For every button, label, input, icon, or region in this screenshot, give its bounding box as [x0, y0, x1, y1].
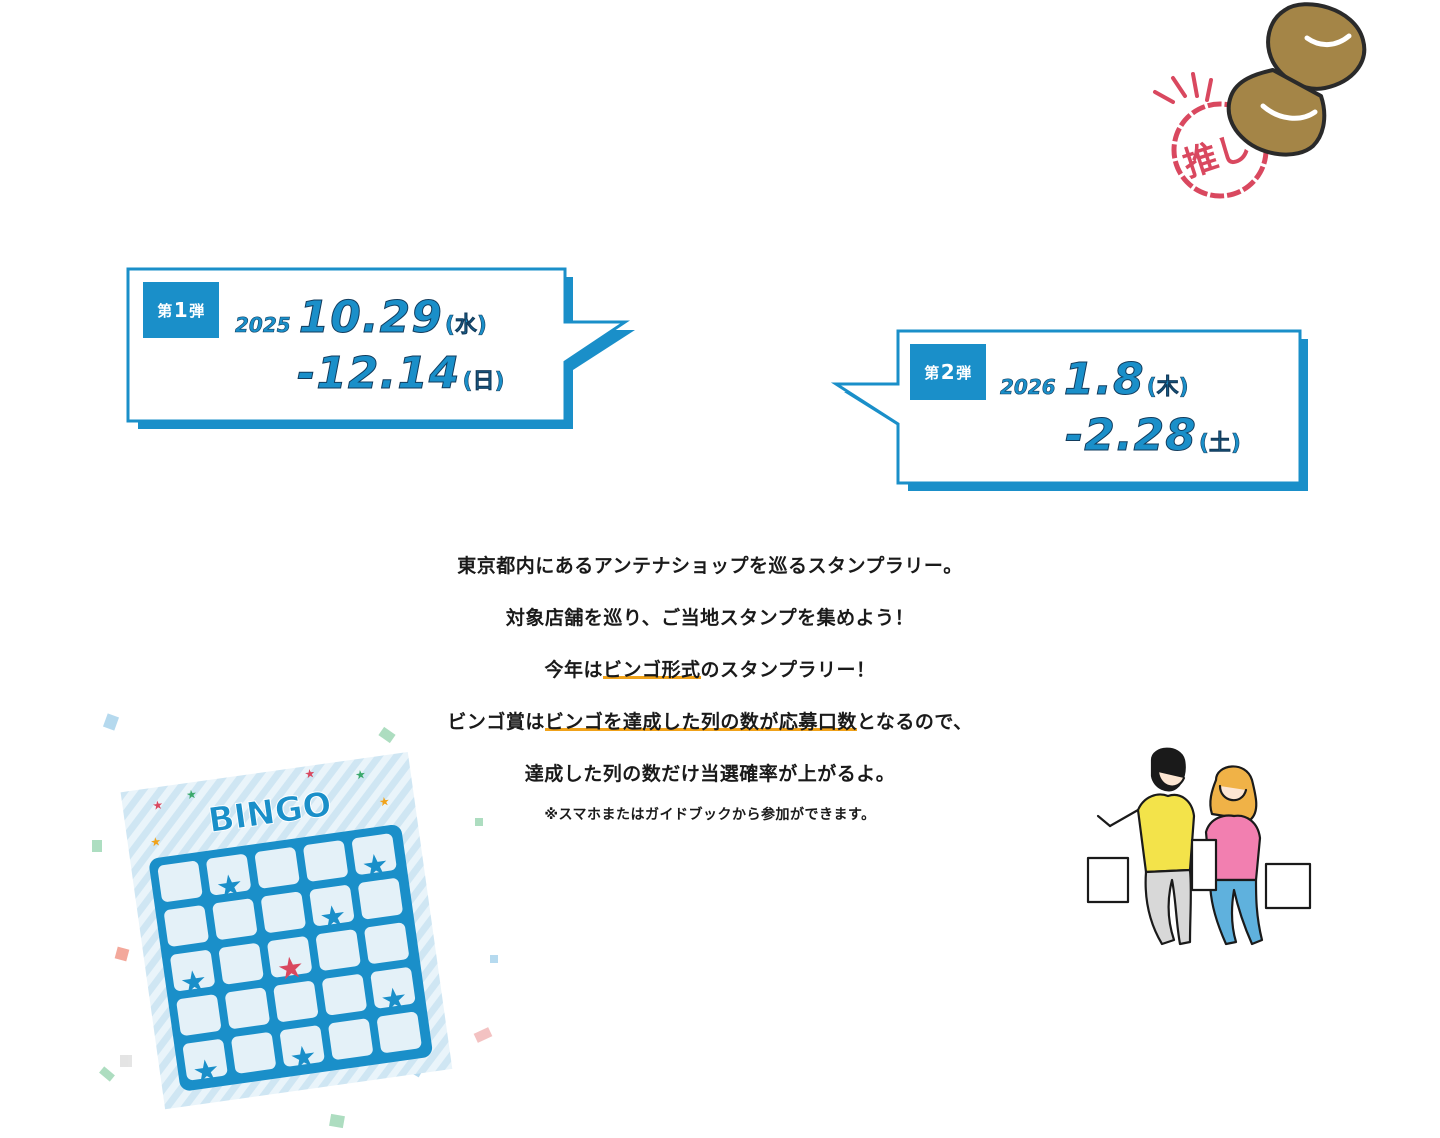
svg-text:★: ★	[378, 794, 391, 809]
participation-note: ※スマホまたはガイドブックから参加ができます。	[544, 807, 876, 823]
svg-text:★: ★	[378, 981, 410, 1019]
period-end-date: -2.28(土)	[1065, 410, 1242, 462]
bingo-card-illustration: BINGO ★ ★ ★ ★ ★ ★ ★ ★	[80, 700, 520, 1134]
stamp-icon	[1153, 2, 1367, 199]
stamp-illustration	[1145, 0, 1375, 200]
svg-text:★: ★	[151, 798, 164, 813]
highlight-text: ビンゴ形式	[603, 659, 701, 681]
period-end-date: -12.14(日)	[296, 348, 505, 400]
description-line: 東京都内にあるアンテナショップを巡るスタンプラリー。	[457, 555, 963, 577]
svg-text:★: ★	[150, 834, 163, 849]
shoppers-icon	[1086, 747, 1312, 946]
shoppers-illustration	[1080, 740, 1330, 955]
svg-text:★: ★	[191, 1052, 223, 1090]
svg-text:★: ★	[185, 787, 198, 802]
description-line: 今年はビンゴ形式のスタンプラリー！	[544, 659, 876, 681]
description-line: 達成した列の数だけ当選確率が上がるよ。	[524, 763, 896, 785]
speech-bubble-shape	[126, 267, 635, 429]
description: 東京都内にあるアンテナショップを巡るスタンプラリー。 対象店舗を巡り、ご当地スタ…	[300, 540, 1120, 830]
svg-text:★: ★	[214, 867, 246, 905]
highlight-text: ビンゴを達成した列の数が応募口数	[544, 711, 857, 733]
svg-text:★: ★	[317, 898, 349, 936]
svg-text:★: ★	[354, 767, 367, 782]
svg-text:★: ★	[178, 963, 210, 1001]
description-line: 対象店舗を巡り、ご当地スタンプを集めよう！	[505, 607, 915, 629]
svg-text:★: ★	[360, 847, 392, 885]
svg-text:★: ★	[288, 1039, 320, 1077]
description-line: ビンゴ賞はビンゴを達成した列の数が応募口数となるので、	[447, 711, 973, 733]
bingo-card-icon: BINGO ★ ★ ★ ★ ★ ★ ★ ★	[92, 713, 498, 1129]
svg-text:★: ★	[275, 950, 307, 988]
svg-text:★: ★	[304, 766, 317, 781]
